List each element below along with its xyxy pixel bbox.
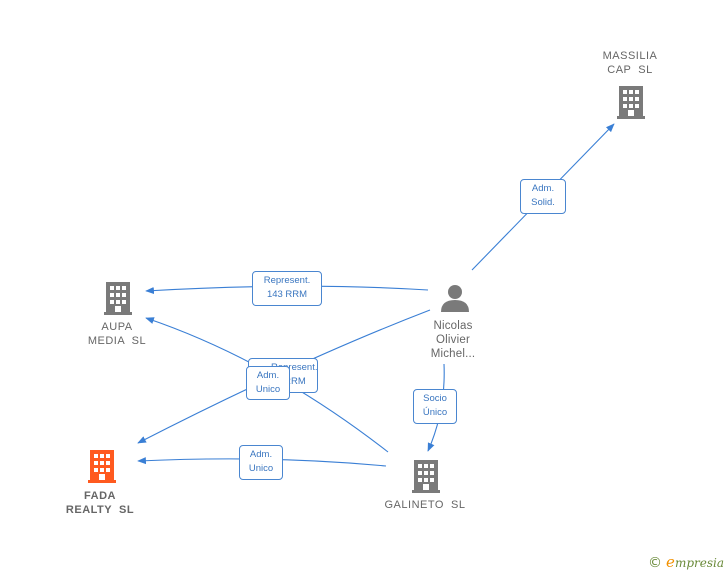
- building-icon: [412, 460, 440, 493]
- node-label-line: GALINETO SL: [384, 499, 466, 511]
- edge-label-line: 143 RRM: [266, 289, 308, 300]
- copyright-symbol: ©: [648, 555, 663, 571]
- edge-label-adm-unico-1[interactable]: Adm. Unico: [246, 366, 290, 400]
- edge-label-line: RRM: [284, 376, 306, 387]
- node-label-nicolas[interactable]: Nicolas Olivier Michel...: [418, 319, 488, 361]
- node-label-line: Michel...: [430, 348, 476, 360]
- node-label-line: Olivier: [436, 334, 470, 346]
- node-label-line: MASSILIA: [602, 50, 658, 62]
- edge-label-line: Unico: [248, 463, 274, 474]
- person-icon: [441, 285, 469, 312]
- node-label-line: CAP SL: [607, 64, 653, 76]
- edge-label-represent-143[interactable]: Represent. 143 RRM: [252, 271, 322, 306]
- node-label-line: Nicolas: [433, 320, 473, 332]
- node-label-fada[interactable]: FADA REALTY SL: [55, 489, 145, 517]
- node-label-galineto[interactable]: GALINETO SL: [375, 498, 475, 512]
- edge-label-line: Represent.: [271, 362, 318, 373]
- brand-logo: ©empresia: [648, 553, 724, 571]
- edge-label-line: Adm.: [249, 449, 273, 460]
- edge-label-line: Solid.: [531, 197, 555, 208]
- focus-building-icon: [88, 450, 116, 483]
- node-label-line: MEDIA SL: [87, 335, 147, 347]
- building-icon: [104, 282, 132, 315]
- node-label-line: FADA: [84, 490, 116, 502]
- edge-label-line: Único: [422, 407, 448, 418]
- node-label-massilia[interactable]: MASSILIA CAP SL: [590, 49, 670, 77]
- edge-label-adm-solid[interactable]: Adm. Solid.: [520, 179, 566, 214]
- node-label-aupa[interactable]: AUPA MEDIA SL: [77, 320, 157, 348]
- node-label-line: REALTY SL: [65, 504, 135, 516]
- edge-label-line: Adm.: [256, 370, 280, 381]
- edge-label-adm-unico-2[interactable]: Adm. Unico: [239, 445, 283, 480]
- edge-label-line: Unico: [255, 384, 281, 395]
- edge-label-line: Socio: [423, 393, 447, 404]
- edge-label-line: Represent.: [263, 275, 311, 286]
- brand-name: mpresia: [674, 556, 724, 570]
- building-icon: [617, 86, 645, 119]
- edge-label-line: Adm.: [531, 183, 555, 194]
- brand-initial: e: [666, 553, 675, 571]
- edge-label-socio-unico[interactable]: Socio Único: [413, 389, 457, 424]
- node-label-line: AUPA: [101, 321, 133, 333]
